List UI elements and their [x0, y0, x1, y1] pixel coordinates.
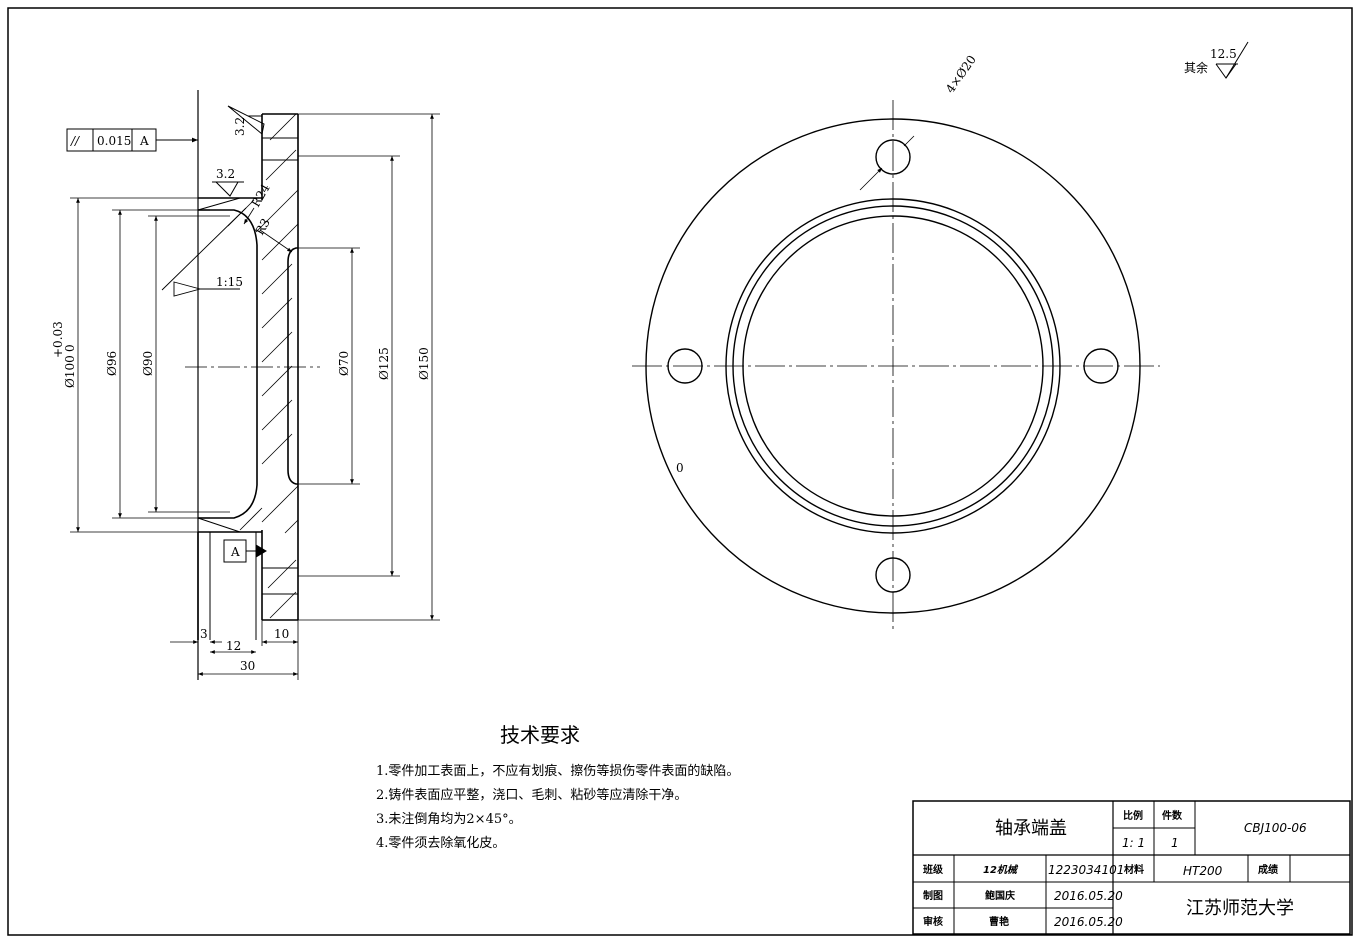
bolt-hole-top	[875, 139, 911, 175]
taper-symbol	[161, 207, 247, 297]
checked-name: 曹艳	[989, 915, 1009, 928]
hole-spec: 4×Ø20	[943, 53, 979, 96]
bore-circle-2	[732, 205, 1054, 527]
dim-w12: 12	[226, 639, 241, 653]
dim-d90: Ø90	[141, 351, 155, 376]
tolerance-frame	[66, 128, 198, 152]
dim-d100-lower: 0	[63, 344, 77, 352]
general-roughness	[1215, 41, 1249, 79]
scale-label: 比例	[1123, 809, 1143, 822]
radius-label: R24	[248, 181, 272, 209]
tech-req-4: 4.零件须去除氧化皮。	[376, 836, 505, 851]
drawing-number: CBJ100-06	[1244, 821, 1307, 835]
dim-d125: Ø125	[377, 347, 391, 380]
class-value: 12机械	[983, 864, 1019, 876]
school-name: 江苏师范大学	[1186, 898, 1294, 919]
bolt-hole-right	[1083, 348, 1119, 384]
tech-req-3: 3.未注倒角均为2×45°。	[376, 812, 522, 827]
material-value: HT200	[1183, 864, 1223, 878]
dim-d100-upper: +0.03	[51, 321, 65, 358]
checked-label: 审核	[923, 915, 943, 928]
roughness-bore: 3.2	[216, 167, 235, 181]
dim-w30: 30	[240, 659, 255, 673]
checked-date: 2016.05.20	[1054, 915, 1123, 929]
end-view	[632, 100, 1160, 630]
outer-circle	[645, 118, 1141, 614]
section-outline	[197, 90, 299, 680]
dim-d150: Ø150	[417, 347, 431, 380]
datum-label: A	[230, 545, 240, 559]
bore-circle-1	[725, 198, 1061, 534]
scale-value: 1: 1	[1122, 836, 1145, 850]
part-name: 轴承端盖	[995, 818, 1067, 839]
class-label: 班级	[923, 863, 944, 876]
material-label: 材料	[1124, 863, 1144, 876]
grade-label: 成绩	[1258, 863, 1278, 876]
taper-label: 1:15	[216, 275, 243, 289]
tolerance-symbol: //	[70, 134, 81, 148]
dim-w3: 3	[200, 627, 208, 641]
drawn-label: 制图	[923, 889, 943, 902]
dim-w10: 10	[274, 627, 289, 641]
bolt-hole-bottom	[875, 557, 911, 593]
bore-circle-3	[742, 215, 1044, 517]
sheet-border	[7, 7, 1353, 936]
dim-d96: Ø96	[105, 351, 119, 376]
width-dimensions	[170, 620, 299, 680]
tech-req-title: 技术要求	[500, 723, 580, 747]
datum-marker	[223, 539, 267, 563]
radius-leader	[243, 207, 255, 225]
tolerance-datum: A	[139, 134, 149, 148]
qty-label: 件数	[1162, 809, 1183, 822]
bolt-hole-left	[667, 348, 703, 384]
diameter-dimensions	[70, 113, 440, 621]
dim-d100: Ø100	[63, 355, 77, 388]
tolerance-value: 0.015	[97, 134, 131, 148]
drawn-date: 2016.05.20	[1054, 889, 1123, 903]
section-view	[66, 90, 440, 680]
dim-d70: Ø70	[337, 351, 351, 376]
roughness-other-label: 其余	[1184, 60, 1208, 75]
small-mark: 0	[676, 461, 684, 475]
title-block	[912, 800, 1351, 935]
tech-req-1: 1.零件加工表面上，不应有划痕、擦伤等损伤零件表面的缺陷。	[376, 763, 739, 779]
drawn-name: 鲍国庆	[985, 889, 1015, 902]
tech-req-2: 2.铸件表面应平整，浇口、毛刺、粘砂等应清除干净。	[376, 787, 687, 803]
roughness-symbols	[212, 105, 265, 197]
roughness-general-value: 12.5	[1210, 47, 1237, 61]
qty-value: 1	[1171, 836, 1179, 850]
roughness-face: 3.2	[233, 117, 247, 136]
student-id: 1223034101	[1048, 863, 1124, 877]
